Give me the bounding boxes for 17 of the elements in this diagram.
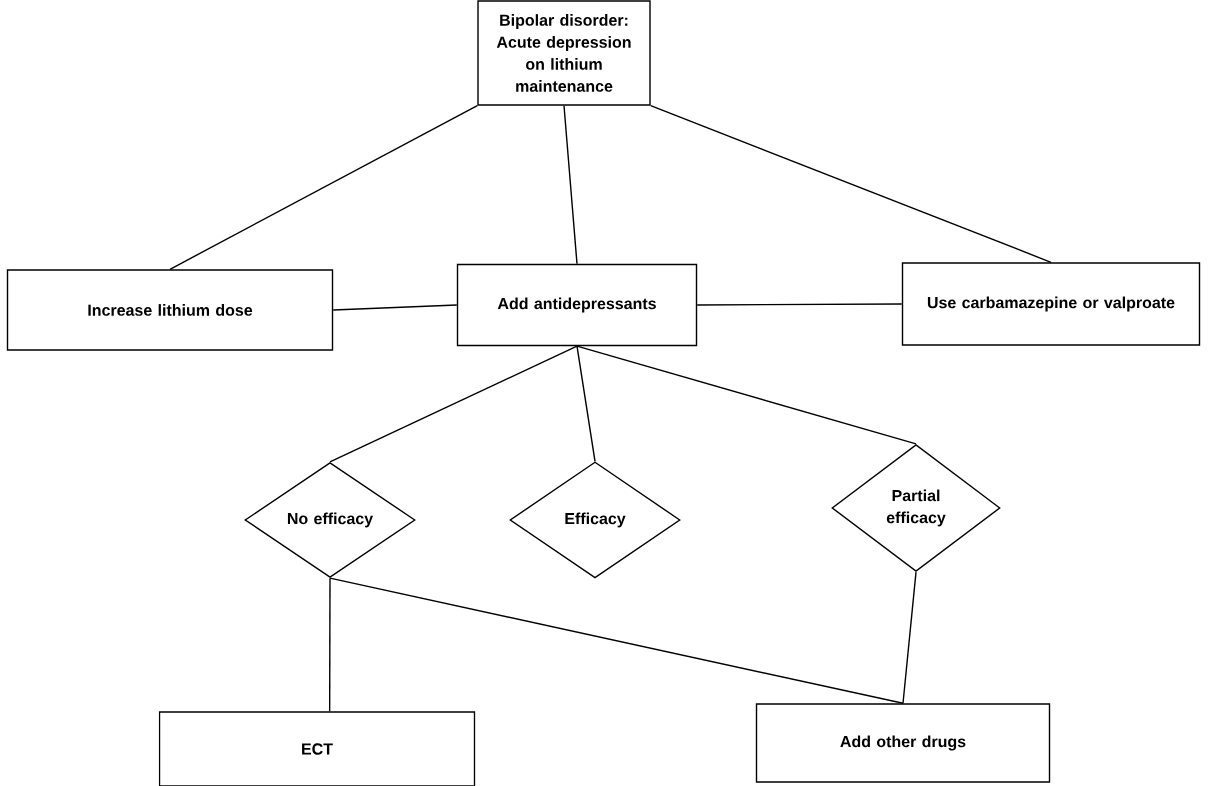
connector-line — [576, 345, 917, 445]
process-box: Bipolar disorder: Acute depression on lithium maintenance — [477, 0, 651, 106]
connector-line — [696, 303, 903, 306]
process-box: ECT — [158, 711, 476, 786]
process-box: Use carbamazepine or valproate — [901, 262, 1201, 346]
connector-line — [576, 345, 596, 462]
process-box: Add other drugs — [755, 703, 1051, 783]
connector-line — [650, 105, 1052, 263]
connector-line — [329, 345, 578, 463]
connector-line — [563, 105, 578, 265]
process-box: Add antidepressants — [456, 263, 698, 347]
connector-line — [169, 105, 478, 270]
process-box: Increase lithium dose — [6, 269, 334, 351]
connector-line — [329, 577, 904, 704]
connector-line — [332, 304, 458, 311]
connector-line — [328, 577, 331, 712]
connector-line — [902, 571, 917, 704]
